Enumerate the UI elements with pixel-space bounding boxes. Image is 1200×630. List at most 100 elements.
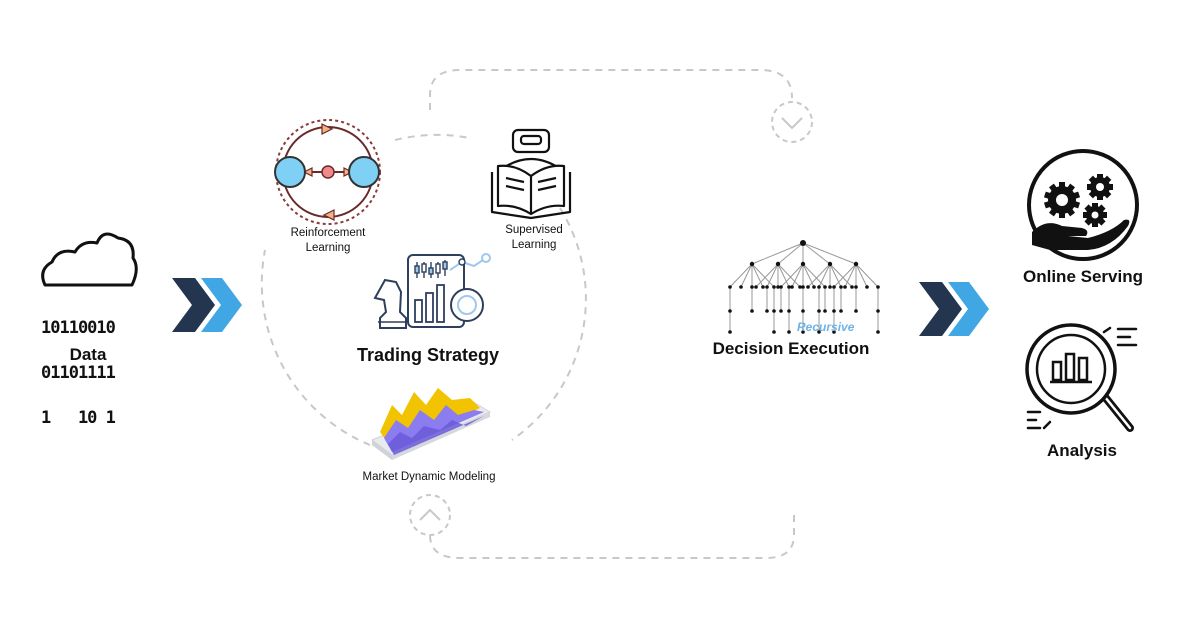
tree-node (801, 285, 805, 289)
gear-tooth (1083, 212, 1090, 218)
tree-node (787, 330, 791, 334)
tree-node (832, 285, 836, 289)
tree-node (787, 285, 791, 289)
tree-edge (855, 263, 879, 288)
tree-edge (802, 263, 826, 288)
tree-node (828, 285, 832, 289)
tree-edge (807, 263, 831, 288)
tree-node (839, 285, 843, 289)
data-label: Data (69, 345, 107, 364)
tree-node (728, 309, 732, 313)
gear-tooth (1092, 220, 1098, 227)
tree-node (750, 285, 754, 289)
gear-tooth (1087, 184, 1094, 190)
tree-edge (751, 263, 775, 288)
tree-edge (766, 263, 779, 288)
tree-node (787, 309, 791, 313)
tree-edge (833, 263, 857, 288)
cloud-binary-icon (41, 232, 138, 287)
tree-node (790, 285, 794, 289)
gears-hand-icon (1027, 149, 1139, 261)
outer-loop (429, 69, 795, 559)
tree-node (765, 285, 769, 289)
tree-edge (829, 263, 842, 288)
tree-edge (844, 263, 857, 288)
tree-node (876, 309, 880, 313)
tree-node (832, 330, 836, 334)
tree-edge (777, 263, 801, 288)
tree-edge (777, 242, 804, 265)
tree-node (761, 285, 765, 289)
tree-node (865, 285, 869, 289)
decision-tree-icon (728, 240, 880, 334)
tree-node (876, 285, 880, 289)
tree-edge (729, 263, 753, 288)
tree-node (776, 285, 780, 289)
tree-edge (791, 263, 804, 288)
gear-tooth (1059, 182, 1065, 189)
tree-node (772, 330, 776, 334)
gear-tooth (1096, 204, 1106, 214)
tree-node (749, 261, 755, 267)
tree-node (779, 285, 783, 289)
gear-tooth (1071, 191, 1081, 200)
gear-tooth (1100, 212, 1107, 218)
gear-tooth (1071, 200, 1081, 209)
tree-node (806, 285, 810, 289)
gear-tooth (1048, 207, 1058, 217)
tree-node (876, 330, 880, 334)
tree-node (843, 285, 847, 289)
3d-area-chart-icon (370, 388, 492, 460)
tree-edge (777, 263, 790, 288)
tree-edge (855, 263, 868, 288)
tree-node (850, 285, 854, 289)
gear-tooth (1043, 200, 1053, 209)
tree-edge (780, 263, 804, 288)
binary-digits: 10110010 01101111 1 10 1 (41, 291, 116, 441)
gear-tooth (1102, 189, 1112, 199)
reinforcement-cycle-icon (274, 119, 381, 225)
gear-tooth (1066, 207, 1076, 217)
tree-node (801, 330, 805, 334)
tree-node (750, 309, 754, 313)
tree-edge (751, 263, 764, 288)
gear-tooth (1096, 216, 1106, 226)
tree-node (800, 261, 806, 267)
tree-node (812, 285, 816, 289)
reinforcement-learning-label: Reinforcement Learning (268, 226, 388, 256)
label-line: Learning (511, 239, 557, 251)
tree-node (739, 285, 743, 289)
tree-node (823, 285, 827, 289)
supervised-learning-label: Supervised Learning (474, 223, 594, 253)
tree-node (772, 285, 776, 289)
recursive-tag: Recursive (797, 320, 855, 334)
tree-node (779, 309, 783, 313)
tree-node (832, 309, 836, 313)
market-dynamic-modeling-label: Market Dynamic Modeling (362, 471, 496, 483)
gear-tooth (1059, 211, 1065, 218)
tree-node (798, 285, 802, 289)
online-serving-label: Online Serving (1023, 267, 1143, 286)
flow-arrow-left (172, 278, 242, 332)
binary-row: 1 10 1 (41, 408, 116, 428)
trading-strategy-label: Trading Strategy (356, 345, 500, 365)
gear-tooth (1097, 174, 1103, 181)
gear-tooth (1092, 203, 1098, 210)
tree-node (823, 309, 827, 313)
tree-node (853, 261, 859, 267)
tree-node (854, 285, 858, 289)
gear-tooth (1084, 216, 1094, 226)
tree-edge (751, 242, 804, 265)
tree-node (817, 309, 821, 313)
gear-tooth (1102, 175, 1112, 185)
magnifier-chart-icon (1025, 323, 1138, 432)
tree-node (765, 309, 769, 313)
tree-edge (802, 242, 857, 265)
tree-node (839, 309, 843, 313)
gear-tooth (1043, 191, 1053, 200)
binary-row: 01101111 (41, 363, 116, 383)
tree-node (854, 309, 858, 313)
chess-chart-icon (373, 253, 491, 329)
tree-node (775, 261, 781, 267)
